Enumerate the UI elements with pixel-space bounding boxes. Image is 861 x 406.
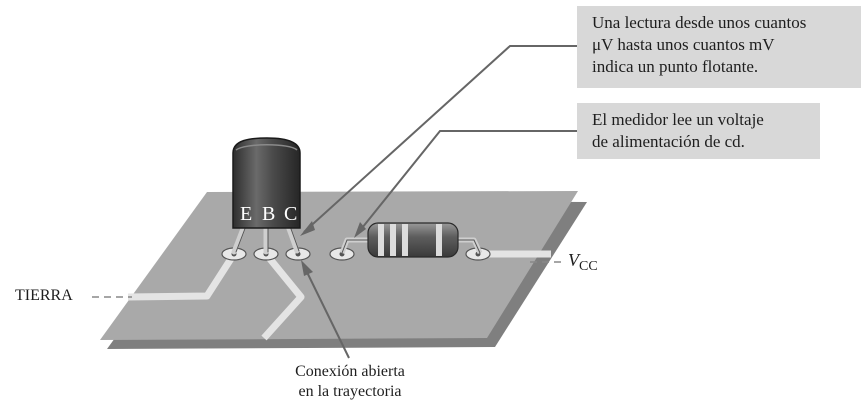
ground-label: TIERRA [15, 287, 73, 304]
callout-floating-line: indica un punto flotante. [592, 57, 759, 76]
circuit-board [100, 191, 578, 340]
pin-label-collector: C [284, 203, 298, 225]
callout-supply-voltage: El medidor lee un voltaje de alimentació… [577, 103, 820, 159]
leader-lines [302, 45, 577, 359]
open-connection-line: en la trayectoria [298, 383, 402, 400]
ground-trace [127, 252, 237, 301]
open-connection-label: Conexión abierta en la trayectoria [285, 362, 415, 402]
pin-label-emitter: E [240, 203, 253, 225]
callout-floating-point: Una lectura desde unos cuantos μV hasta … [577, 6, 861, 88]
callout-supply-line: El medidor lee un voltaje [592, 110, 764, 129]
base-trace [261, 251, 305, 341]
resistor-bands [378, 224, 442, 256]
open-connection-line: Conexión abierta [295, 363, 405, 380]
callout-floating-line: Una lectura desde unos cuantos [592, 13, 807, 32]
pin-label-base: B [262, 203, 276, 225]
leader-open-connection [302, 263, 350, 359]
callout-floating-line: μV hasta unos cuantos mV [592, 35, 775, 54]
transistor-leads [231, 223, 300, 255]
transistor-body [232, 137, 301, 229]
board-traces [127, 250, 551, 341]
leader-supply [357, 130, 577, 234]
callout-supply-line: de alimentación de cd. [592, 132, 745, 151]
vcc-symbol: V [568, 250, 579, 270]
leader-floating [303, 45, 577, 233]
vcc-label: VCC [568, 250, 598, 274]
vcc-subscript: CC [579, 259, 598, 274]
